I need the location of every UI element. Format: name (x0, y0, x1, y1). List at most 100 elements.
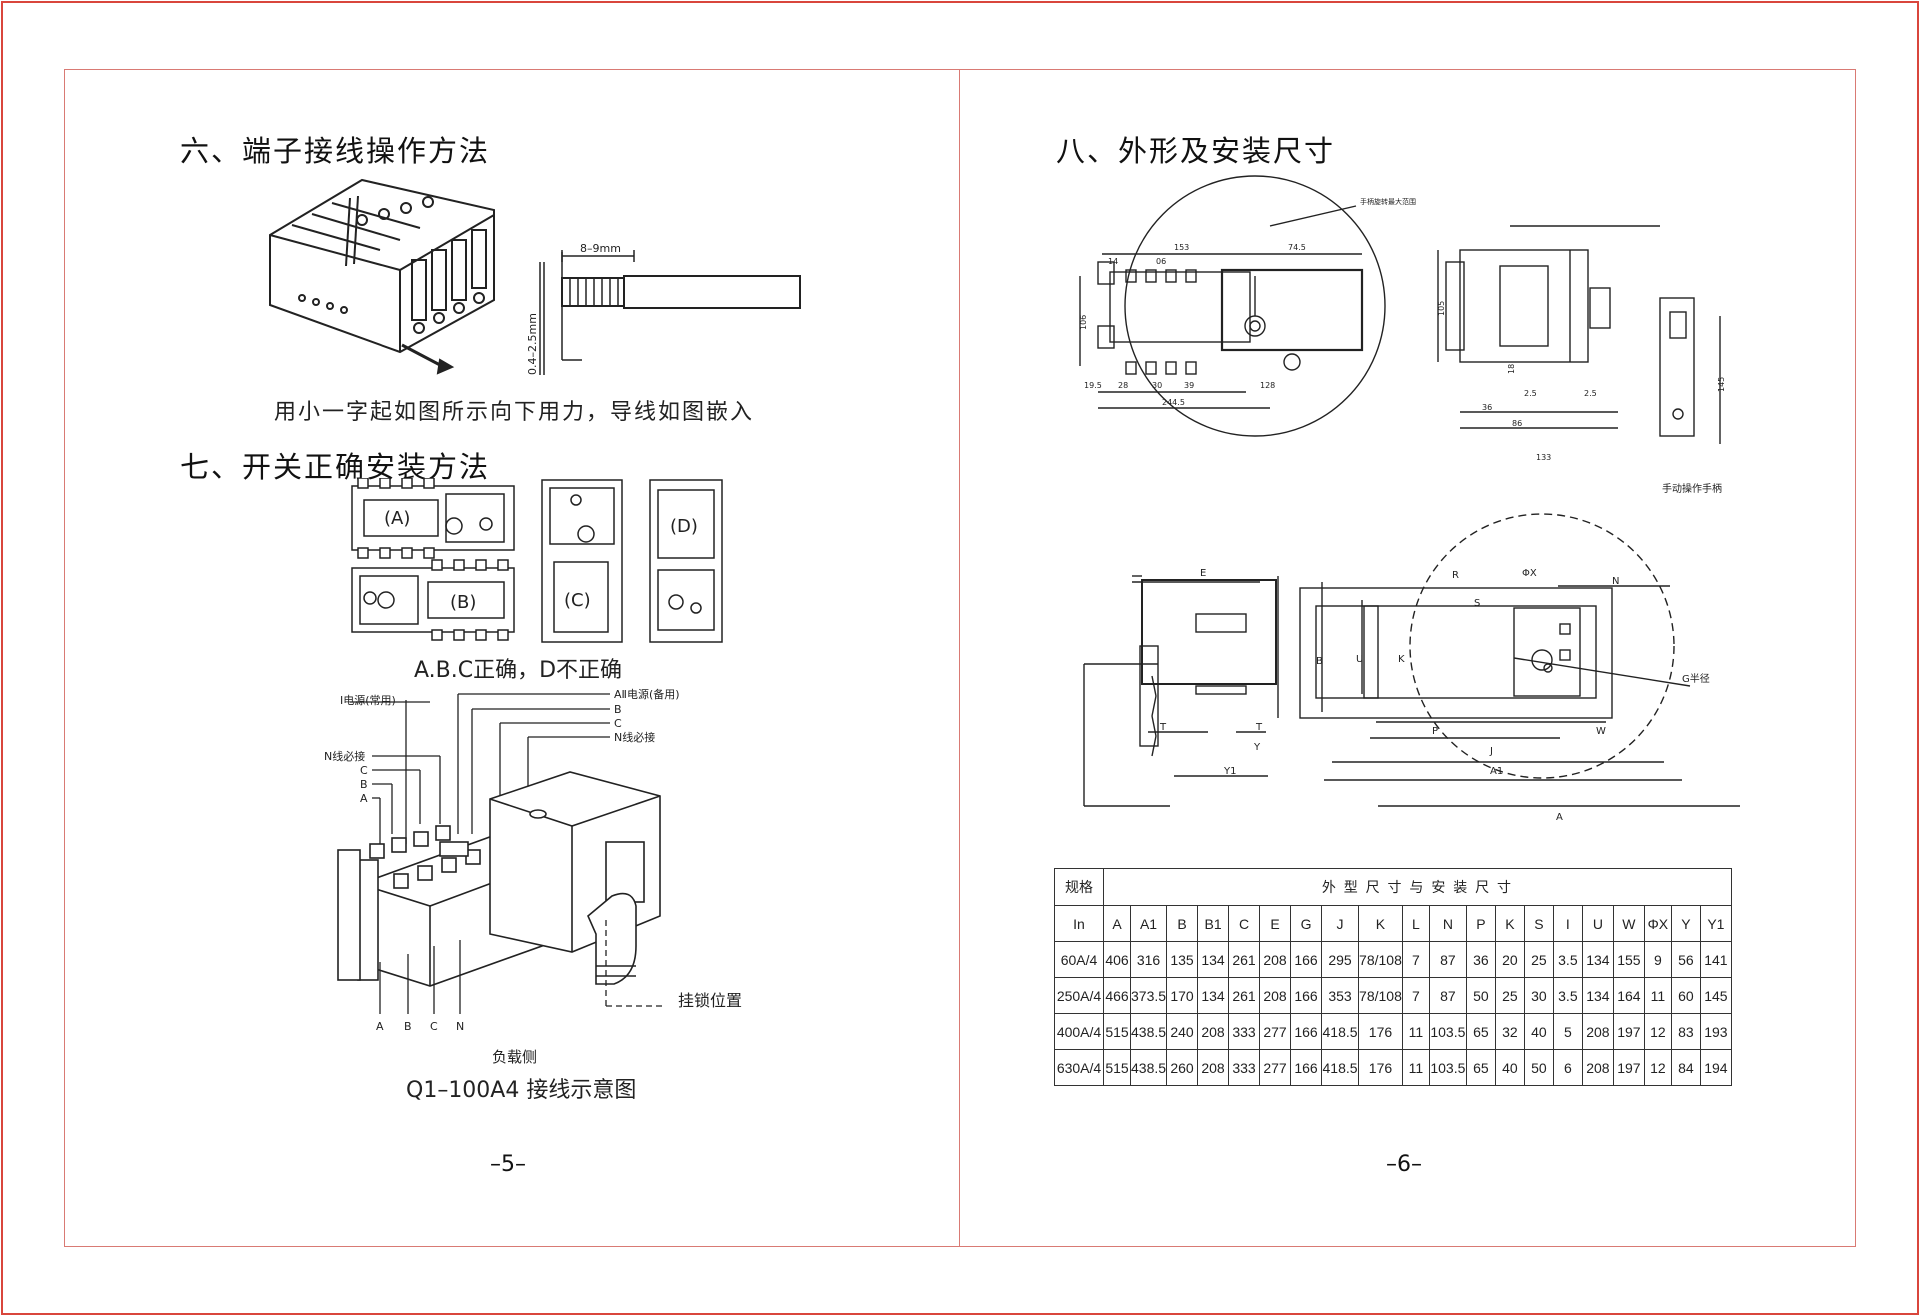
table-cell: 20 (1494, 941, 1525, 978)
label-a: A (1556, 812, 1563, 823)
table-cell: 515 (1103, 1013, 1131, 1050)
table-cell: 11 (1401, 1049, 1430, 1086)
mounting-right-labels: R ΦX S N B U K G半径 P W J A1 A (1316, 568, 1710, 823)
table-cell: 261 (1228, 941, 1261, 978)
table-cell: 83 (1670, 1013, 1701, 1050)
load-terminal-b: B (404, 1020, 412, 1033)
table-cell: 194 (1699, 1049, 1732, 1086)
front-view-dimensions: 153 74.5 14 06 106 19.5 28 30 39 128 244… (1079, 197, 1416, 407)
label-g-radius: G半径 (1682, 672, 1710, 685)
table-cell: 277 (1259, 1049, 1292, 1086)
label-b: B (1316, 656, 1323, 667)
table-cell: 141 (1699, 941, 1732, 978)
table-cell: 11 (1401, 1013, 1430, 1050)
install-caption: A.B.C正确，D不正确 (414, 658, 623, 683)
table-cell: 25 (1523, 941, 1554, 978)
label-u: U (1356, 654, 1363, 665)
table-cell: 208 (1581, 1049, 1614, 1086)
table-cell: 438.5 (1129, 1049, 1168, 1086)
label-k: K (1398, 654, 1405, 665)
a-left-label: A (360, 792, 368, 805)
table-header-cell: U (1581, 905, 1614, 942)
label-t-1: T (1159, 722, 1167, 733)
table-cell: 418.5 (1321, 1013, 1360, 1050)
table-title-cell: 外 型 尺 寸 与 安 装 尺 寸 (1103, 868, 1732, 906)
b-top-label: B (614, 703, 622, 716)
table-cell: 3.5 (1552, 941, 1583, 978)
table-cell: 3.5 (1552, 977, 1583, 1014)
page-number-left: –5– (490, 1152, 526, 1177)
install-orientations: (A) (B) (C) (D) (351, 478, 723, 643)
table-cell: 277 (1259, 1013, 1292, 1050)
dim-30: 30 (1152, 381, 1162, 390)
section7-title: 七、开关正确安装方法 (180, 450, 491, 484)
c-left-label: C (360, 764, 368, 777)
label-y: Y (1253, 742, 1261, 753)
table-cell: 7 (1401, 941, 1430, 978)
dim-18: 18 (1507, 364, 1516, 374)
dim-128: 128 (1260, 381, 1275, 390)
label-phi-x: ΦX (1522, 568, 1537, 579)
table-cell: 134 (1581, 941, 1614, 978)
wiring-leader-lines (350, 693, 610, 844)
table-header-cell: B1 (1197, 905, 1230, 942)
table-cell: 197 (1612, 1013, 1645, 1050)
table-cell: 134 (1581, 977, 1614, 1014)
table-cell: 135 (1166, 941, 1199, 978)
table-corner-cell: 规格 (1054, 868, 1104, 906)
table-cell: 155 (1612, 941, 1645, 978)
table-header-cell: N (1428, 905, 1467, 942)
table-cell: 166 (1290, 977, 1323, 1014)
label-y1: Y1 (1223, 766, 1236, 777)
lock-position-label: 挂锁位置 (678, 991, 742, 1010)
b-left-label: B (360, 778, 368, 791)
table-cell: 261 (1228, 977, 1261, 1014)
label-j: J (1489, 746, 1493, 757)
table-cell: 176 (1358, 1049, 1403, 1086)
section8-title: 八、外形及安装尺寸 (1056, 134, 1336, 168)
dimension-drawings: 153 74.5 14 06 106 19.5 28 30 39 128 244… (1079, 175, 1740, 823)
mounting-left-labels: E T T Y Y1 (1159, 568, 1263, 777)
table-cell: 406 (1103, 941, 1131, 978)
table-cell: 208 (1259, 977, 1292, 1014)
strip-length-label: 8–9mm (580, 242, 621, 255)
table-cell: 166 (1290, 1049, 1323, 1086)
table-cell: 50 (1465, 977, 1496, 1014)
table-cell: 40 (1523, 1013, 1554, 1050)
switch-body-drawing (337, 771, 661, 987)
dim-74-5: 74.5 (1288, 243, 1306, 252)
table-cell: 7 (1401, 977, 1430, 1014)
n-required-top-label: N线必接 (614, 730, 655, 744)
center-fold (959, 69, 960, 1247)
table-cell: 164 (1612, 977, 1645, 1014)
dim-145: 145 (1717, 377, 1726, 392)
page-number-right: –6– (1386, 1152, 1422, 1177)
table-cell: 333 (1228, 1049, 1261, 1086)
load-terminal-a: A (376, 1020, 384, 1033)
aii-power-label: AⅡ电源(备用) (614, 687, 680, 701)
label-r: R (1452, 570, 1459, 581)
dim-153: 153 (1174, 243, 1189, 252)
table-cell: 9 (1643, 941, 1672, 978)
dim-2-5-b: 2.5 (1584, 389, 1597, 398)
table-cell: 240 (1166, 1013, 1199, 1050)
table-cell: 65 (1465, 1013, 1496, 1050)
table-cell: 87 (1428, 941, 1467, 978)
wiring-labels: Ⅰ电源(常用) AⅡ电源(备用) B C N线必接 N线必接 C B A (324, 687, 680, 805)
install-option-d (649, 479, 723, 643)
install-option-c (541, 479, 623, 643)
section6-title: 六、端子接线操作方法 (180, 134, 491, 168)
table-cell: 373.5 (1129, 977, 1168, 1014)
dim-244-5: 244.5 (1162, 398, 1185, 407)
dim-39: 39 (1184, 381, 1194, 390)
table-cell: 50 (1523, 1049, 1554, 1086)
booklet-spread (64, 69, 1856, 1247)
table-cell: 30 (1523, 977, 1554, 1014)
c-top-label: C (614, 717, 622, 730)
load-terminal-c: C (430, 1020, 438, 1033)
table-header-cell: In (1054, 905, 1104, 942)
